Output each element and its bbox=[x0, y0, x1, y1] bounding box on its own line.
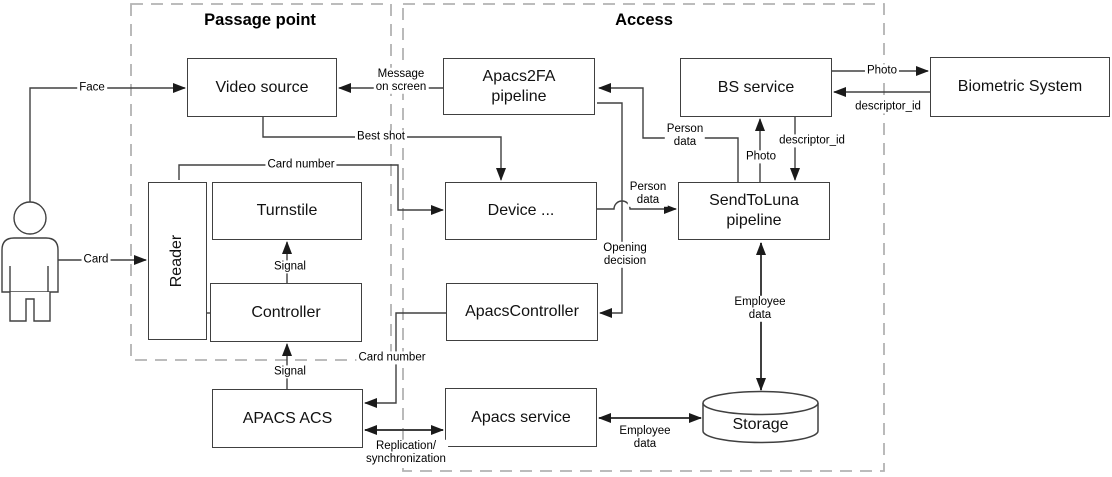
label-signal-lower: Signal bbox=[272, 365, 308, 379]
node-apacs-acs: APACS ACS bbox=[212, 389, 363, 448]
label-employee-data-luna: Employee data bbox=[732, 295, 788, 323]
access-group-title: Access bbox=[615, 11, 673, 29]
edge-person-data-device-luna bbox=[597, 200, 677, 214]
node-turnstile: Turnstile bbox=[212, 182, 362, 240]
label-opening-decision: Opening decision bbox=[601, 241, 649, 269]
label-employee-data-storage: Employee data bbox=[617, 424, 673, 452]
node-sendtoluna-pipeline: SendToLuna pipeline bbox=[678, 182, 830, 240]
edge-person-data-luna-2fa bbox=[598, 83, 739, 182]
edge-opening-decision bbox=[597, 102, 623, 318]
database-cylinder-icon bbox=[702, 390, 819, 444]
edge-card-number-reader-device bbox=[178, 164, 444, 215]
edge-face bbox=[29, 83, 186, 202]
passage-point-group-title: Passage point bbox=[204, 11, 316, 29]
node-apacs-service: Apacs service bbox=[445, 388, 597, 447]
label-person-data-luna: Person data bbox=[664, 122, 706, 150]
node-reader: Reader bbox=[148, 182, 207, 340]
label-card-number-reader: Card number bbox=[265, 158, 337, 172]
node-apacs2fa-pipeline: Apacs2FA pipeline bbox=[443, 58, 595, 115]
label-photo-luna: Photo bbox=[743, 150, 779, 164]
label-best-shot: Best shot bbox=[355, 130, 407, 144]
label-signal-upper: Signal bbox=[272, 260, 308, 274]
node-video-source: Video source bbox=[187, 58, 337, 117]
person-icon bbox=[1, 201, 59, 322]
passage-point-group-frame bbox=[130, 3, 392, 361]
label-replication-sync: Replication/ synchronization bbox=[364, 439, 448, 467]
node-biometric-system: Biometric System bbox=[930, 57, 1110, 117]
label-photo-bs: Photo bbox=[864, 64, 900, 78]
node-apacscontroller: ApacsController bbox=[446, 283, 598, 341]
label-person-data-device: Person data bbox=[627, 180, 669, 208]
label-face: Face bbox=[77, 81, 107, 95]
node-reader-label: Reader bbox=[168, 234, 186, 288]
node-bs-service: BS service bbox=[680, 58, 832, 117]
label-descriptor-id-bs: descriptor_id bbox=[853, 100, 923, 114]
label-card: Card bbox=[81, 253, 111, 267]
access-group-frame bbox=[402, 3, 885, 472]
node-controller: Controller bbox=[210, 283, 362, 342]
label-card-number-acs: Card number bbox=[356, 351, 428, 365]
label-message-on-screen: Message on screen bbox=[373, 67, 429, 95]
label-descriptor-id-luna: descriptor_id bbox=[777, 134, 847, 148]
node-device: Device ... bbox=[445, 182, 597, 240]
node-storage-label: Storage bbox=[732, 416, 789, 433]
